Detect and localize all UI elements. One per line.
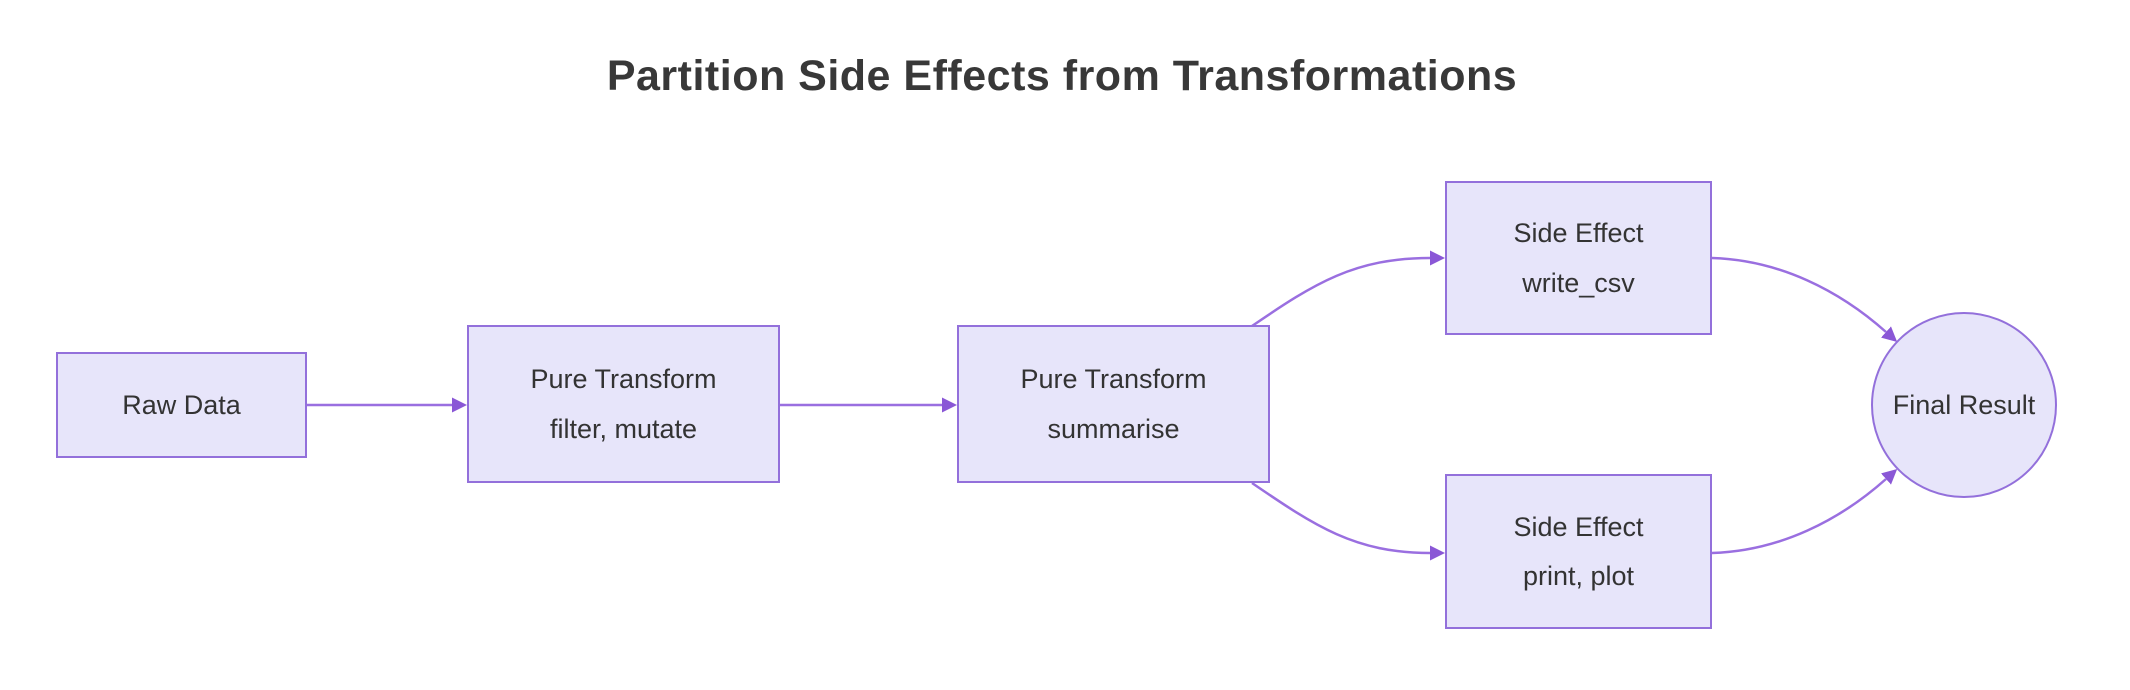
node-side-effect-write-line2: write_csv (1522, 267, 1635, 298)
node-side-effect-print-line2: print, plot (1522, 561, 1635, 591)
node-transform-summarise-line2: summarise (1047, 413, 1180, 444)
node-side-effect-write-line1: Side Effect (1513, 218, 1644, 249)
node-side-effect-print-plot: Side Effect print, plot (1445, 474, 1712, 629)
node-final-result: Final Result (1871, 312, 2057, 498)
edge-transform-summarise-to-side-effect-write (1251, 250, 1445, 328)
node-side-effect-write-csv: Side Effect write_csv (1445, 181, 1712, 335)
edge-transform-summarise-to-side-effect-print (1251, 481, 1445, 561)
node-pure-transform-summarise: Pure Transform summarise (957, 325, 1270, 483)
edge-side-effect-write-to-final-result (1711, 256, 1898, 342)
node-transform-summarise-line1: Pure Transform (1020, 364, 1207, 395)
node-side-effect-print-line1: Side Effect (1513, 511, 1644, 542)
diagram-title: Partition Side Effects from Transformati… (606, 52, 1518, 100)
node-transform-filter-line2: filter, mutate (549, 413, 698, 444)
node-final-result-label: Final Result (1892, 389, 2036, 420)
edge-side-effect-print-to-final-result (1711, 469, 1898, 555)
node-pure-transform-filter-mutate: Pure Transform filter, mutate (467, 325, 780, 483)
node-transform-filter-line1: Pure Transform (530, 364, 717, 395)
node-raw-data: Raw Data (56, 352, 307, 458)
node-raw-data-label: Raw Data (122, 389, 241, 420)
